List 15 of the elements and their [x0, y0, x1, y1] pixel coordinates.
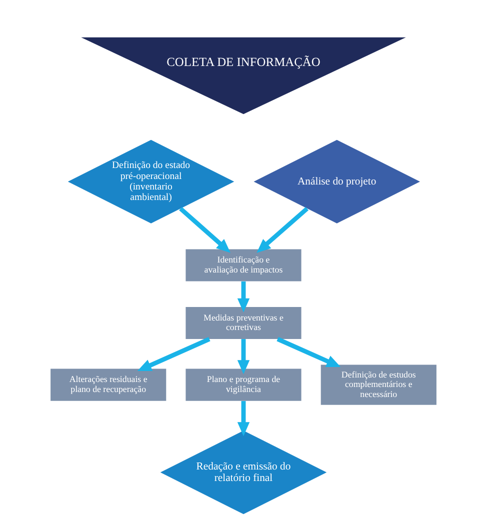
arrow: [276, 337, 340, 368]
arrow: [256, 206, 308, 253]
arrow: [236, 401, 250, 436]
node-box: Plano e programa de vigilância: [185, 368, 301, 401]
node-diamond: Análise do projeto: [253, 140, 420, 224]
node-diamond: Redação e emissão do relatório final: [160, 430, 326, 514]
node-box: Definição de estudos complementários e necessário: [320, 364, 436, 405]
node-box: Alterações residuais e plano de recuperação: [50, 368, 166, 401]
arrow: [236, 281, 250, 312]
node-diamond: Definição do estado pré-operacional (inventario ambiental): [67, 140, 234, 224]
node-box: Medidas preventivas e corretivas: [185, 307, 301, 340]
arrow: [236, 339, 250, 374]
node-box: Identificação e avaliação de impactos: [185, 249, 301, 282]
arrow: [178, 206, 230, 253]
arrow: [136, 337, 210, 372]
